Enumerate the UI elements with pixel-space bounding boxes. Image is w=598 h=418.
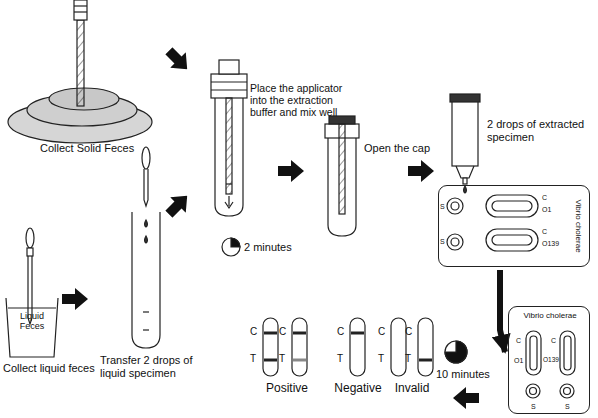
open-tube	[325, 116, 359, 236]
line-letter: C	[250, 326, 260, 338]
step-arrow	[500, 270, 505, 352]
cassette-windows	[447, 195, 538, 251]
line-letter: T	[337, 353, 347, 365]
test-cassette: SSCO1CO139Vibrio cholerae	[438, 185, 590, 267]
result-label: Invalid	[383, 382, 441, 396]
extraction-tube	[211, 60, 247, 216]
cassette-label: Vibrio cholerae	[573, 199, 581, 252]
timer	[445, 341, 467, 363]
line-letter: C	[279, 326, 289, 338]
line-letter: C	[337, 326, 347, 338]
step-arrow	[161, 43, 195, 77]
cassette-label: C	[542, 194, 547, 201]
cassette-label: C	[551, 337, 556, 344]
step-arrow	[453, 387, 479, 409]
cassette-label: S	[531, 403, 536, 410]
result-label: Negative	[326, 382, 390, 396]
step-caption: 10 minutes	[436, 368, 502, 381]
result-strips	[263, 318, 433, 376]
cassette-label: O1	[542, 206, 551, 213]
pipette	[26, 228, 34, 324]
step-caption: Transfer 2 drops of liquid specimen	[100, 354, 215, 379]
step-caption: Place the applicator into the extraction…	[250, 82, 360, 118]
cassette-label: S	[565, 403, 570, 410]
cassette-label: Vibrio cholerae	[524, 312, 577, 320]
step-caption: 2 drops of extracted specimen	[487, 118, 595, 143]
step-caption: 2 minutes	[244, 241, 306, 254]
cassette-label: C	[516, 337, 521, 344]
cassette-label: C	[542, 228, 547, 235]
applicator	[74, 0, 87, 106]
result-label: Positive	[255, 382, 319, 396]
line-letter: C	[405, 326, 415, 338]
step-arrow	[62, 288, 88, 310]
step-arrow	[408, 160, 434, 182]
buffer-tube	[132, 147, 160, 348]
line-letter: T	[378, 353, 388, 365]
dropper-tube	[450, 94, 480, 193]
line-letter: T	[405, 353, 415, 365]
timer	[222, 238, 240, 256]
step-caption: Open the cap	[364, 142, 442, 155]
cassette-label: O1	[514, 357, 523, 364]
line-letter: T	[250, 353, 260, 365]
step-arrow	[278, 160, 304, 182]
cassette-label: S	[440, 203, 445, 210]
test-cassette: Vibrio choleraeC O1 C O139S S	[508, 306, 590, 414]
line-letter: C	[378, 326, 388, 338]
cassette-label: O139	[542, 240, 559, 247]
step-caption: Collect Solid Feces	[40, 142, 155, 155]
cassette-windows	[526, 331, 575, 398]
step-caption: Liquid Feces	[9, 311, 55, 332]
step-arrow	[161, 188, 195, 222]
line-letter: T	[279, 353, 289, 365]
cassette-label: S	[440, 238, 445, 245]
cassette-label: O139	[543, 357, 559, 364]
